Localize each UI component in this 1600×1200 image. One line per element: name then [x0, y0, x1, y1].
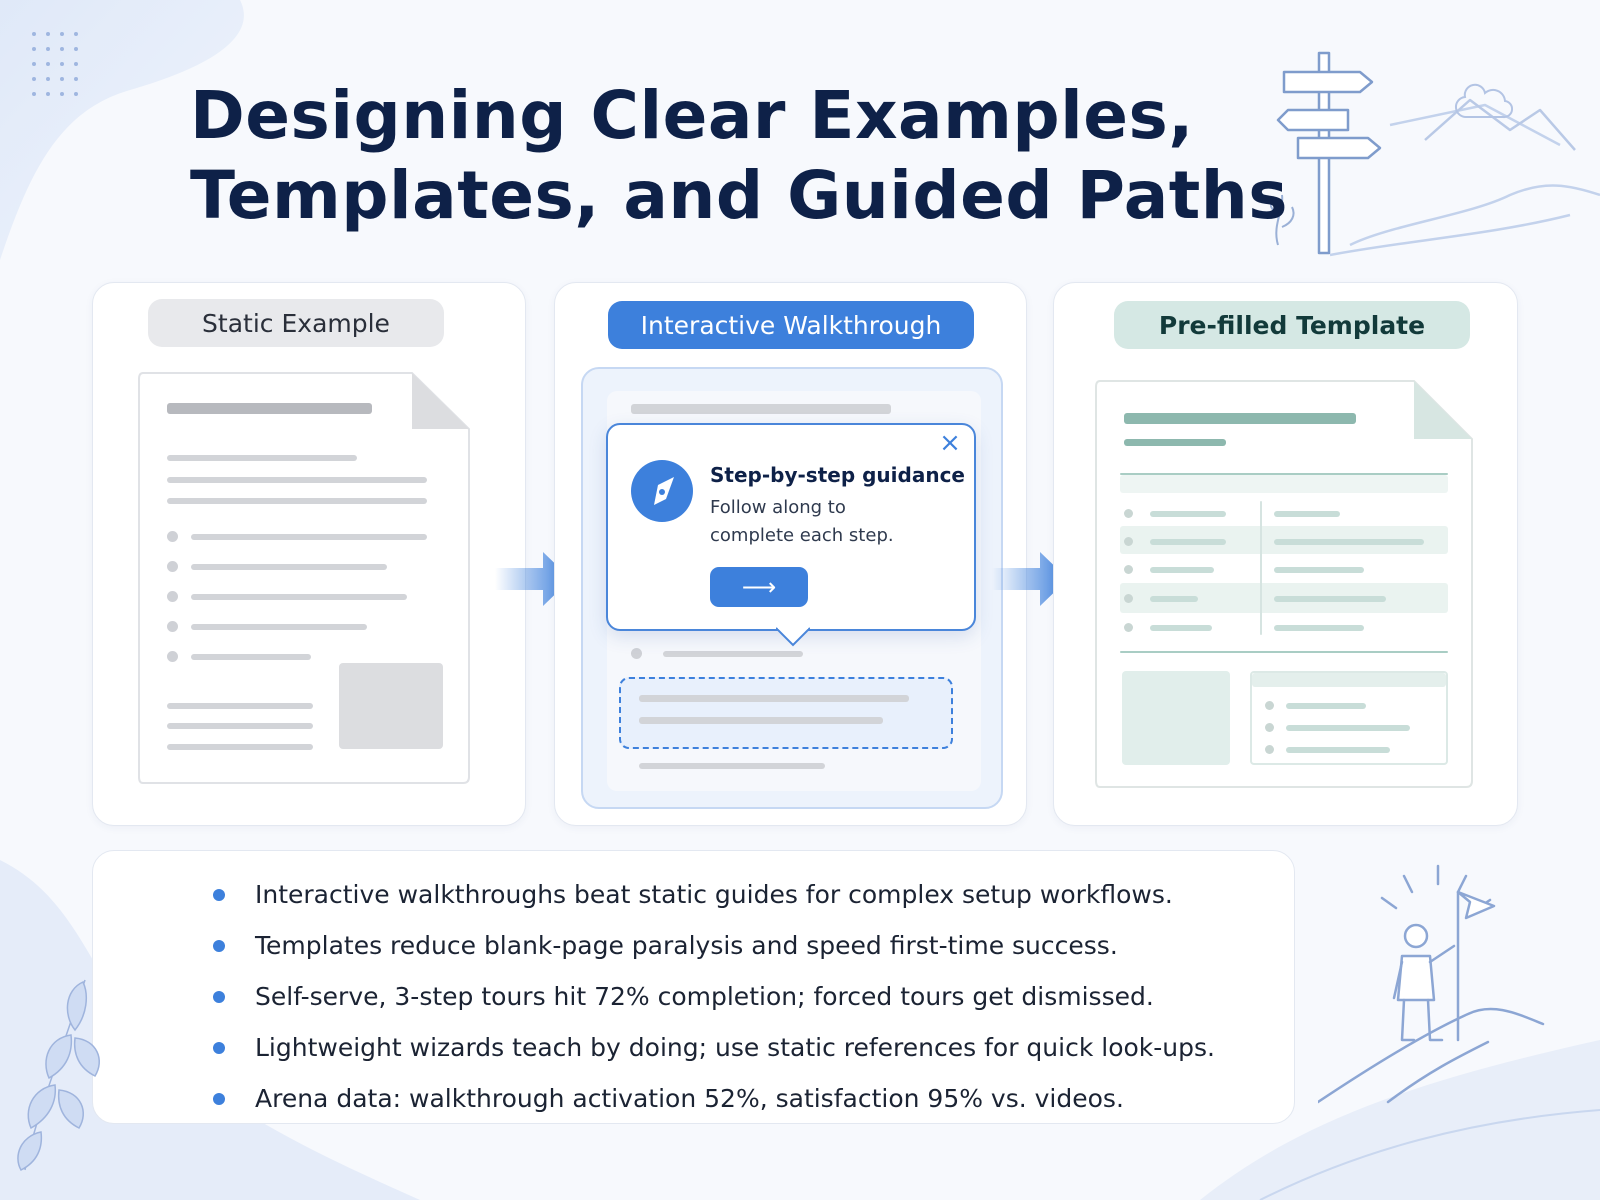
- static-example-label: Static Example: [148, 299, 444, 347]
- document-heading-bar: [167, 403, 372, 414]
- tooltip-pointer: [776, 627, 810, 647]
- template-cell: [1274, 539, 1424, 545]
- page-title-line-2: Templates, and Guided Paths: [190, 157, 1289, 234]
- tooltip-next-button[interactable]: ⟶: [710, 567, 808, 607]
- template-table-header: [1120, 475, 1448, 493]
- template-cell: [1274, 511, 1340, 517]
- highlighted-field-line: [639, 717, 883, 724]
- template-cell: [1150, 567, 1214, 573]
- list-item: Lightweight wizards teach by doing; use …: [213, 1022, 1215, 1073]
- template-image-placeholder: [1122, 671, 1230, 765]
- document-line: [167, 455, 357, 461]
- document-bullet-dot: [167, 621, 178, 632]
- template-cell: [1274, 596, 1386, 602]
- tooltip-heading: Step-by-step guidance: [710, 463, 965, 487]
- person-with-flag-icon: [1318, 864, 1545, 1104]
- document-line: [167, 477, 427, 483]
- page-title: Designing Clear Examples, Templates, and…: [190, 76, 1288, 236]
- document-list-line: [191, 534, 427, 540]
- panel-interactive-walkthrough: Interactive Walkthrough × Step-by-step g…: [554, 282, 1027, 826]
- list-item: Self-serve, 3-step tours hit 72% complet…: [213, 971, 1215, 1022]
- signpost-icon: [1270, 51, 1600, 257]
- key-takeaways-list: Interactive walkthroughs beat static gui…: [213, 869, 1215, 1124]
- template-cell: [1150, 539, 1226, 545]
- template-cell: [1150, 625, 1212, 631]
- tooltip-body-line-1: Follow along to: [710, 497, 846, 518]
- arrow-right-icon: [495, 552, 571, 606]
- document-line: [167, 744, 313, 750]
- document-line: [167, 498, 427, 504]
- highlighted-field[interactable]: [619, 677, 953, 749]
- close-icon[interactable]: ×: [939, 428, 961, 458]
- key-takeaways-card: Interactive walkthroughs beat static gui…: [92, 850, 1295, 1124]
- document-bullet-dot: [167, 561, 178, 572]
- template-bullet-dot: [1265, 723, 1274, 732]
- walkthrough-line: [639, 763, 825, 769]
- highlighted-field-line: [639, 695, 909, 702]
- walkthrough-bullet-dot: [631, 648, 642, 659]
- panel-prefilled-template: Pre-filled Template: [1053, 282, 1518, 826]
- template-bullet-dot: [1124, 565, 1133, 574]
- document-bullet-dot: [167, 651, 178, 662]
- document-line: [167, 723, 313, 729]
- document-list-line: [191, 654, 311, 660]
- arrow-right-icon: [992, 552, 1068, 606]
- template-column-divider: [1260, 501, 1262, 635]
- template-subheading-bar: [1124, 439, 1226, 446]
- interactive-walkthrough-label: Interactive Walkthrough: [608, 301, 974, 349]
- template-cell: [1286, 747, 1390, 753]
- walkthrough-heading-bar: [631, 404, 891, 414]
- template-bullet-dot: [1124, 623, 1133, 632]
- template-cell: [1150, 596, 1198, 602]
- document-list-line: [191, 594, 407, 600]
- template-bullet-dot: [1124, 594, 1133, 603]
- template-cell: [1150, 511, 1226, 517]
- dot-grid-decoration: [32, 32, 78, 96]
- prefilled-template-label: Pre-filled Template: [1114, 301, 1470, 349]
- page-title-line-1: Designing Clear Examples,: [190, 77, 1194, 154]
- template-cell: [1274, 625, 1364, 631]
- walkthrough-line: [663, 651, 803, 657]
- template-bullet-dot: [1124, 509, 1133, 518]
- template-divider: [1120, 473, 1448, 475]
- document-image-placeholder: [339, 663, 443, 749]
- list-item: Arena data: walkthrough activation 52%, …: [213, 1073, 1215, 1124]
- tooltip-body-line-2: complete each step.: [710, 525, 894, 546]
- template-cell: [1274, 567, 1364, 573]
- document-list-line: [191, 564, 387, 570]
- document-list-line: [191, 624, 367, 630]
- document-bullet-dot: [167, 591, 178, 602]
- guidance-tooltip: × Step-by-step guidance Follow along to …: [606, 423, 976, 647]
- panel-static-example: Static Example: [92, 282, 526, 826]
- arrow-right-icon: ⟶: [741, 573, 777, 601]
- template-side-card-header: [1252, 673, 1446, 687]
- template-cell: [1286, 725, 1410, 731]
- template-bullet-dot: [1265, 745, 1274, 754]
- template-divider: [1120, 651, 1448, 653]
- template-bullet-dot: [1124, 537, 1133, 546]
- document-line: [167, 703, 313, 709]
- template-heading-bar: [1124, 413, 1356, 424]
- compass-icon: [631, 460, 693, 522]
- document-bullet-dot: [167, 531, 178, 542]
- list-item: Templates reduce blank-page paralysis an…: [213, 920, 1215, 971]
- template-bullet-dot: [1265, 701, 1274, 710]
- template-cell: [1286, 703, 1366, 709]
- list-item: Interactive walkthroughs beat static gui…: [213, 869, 1215, 920]
